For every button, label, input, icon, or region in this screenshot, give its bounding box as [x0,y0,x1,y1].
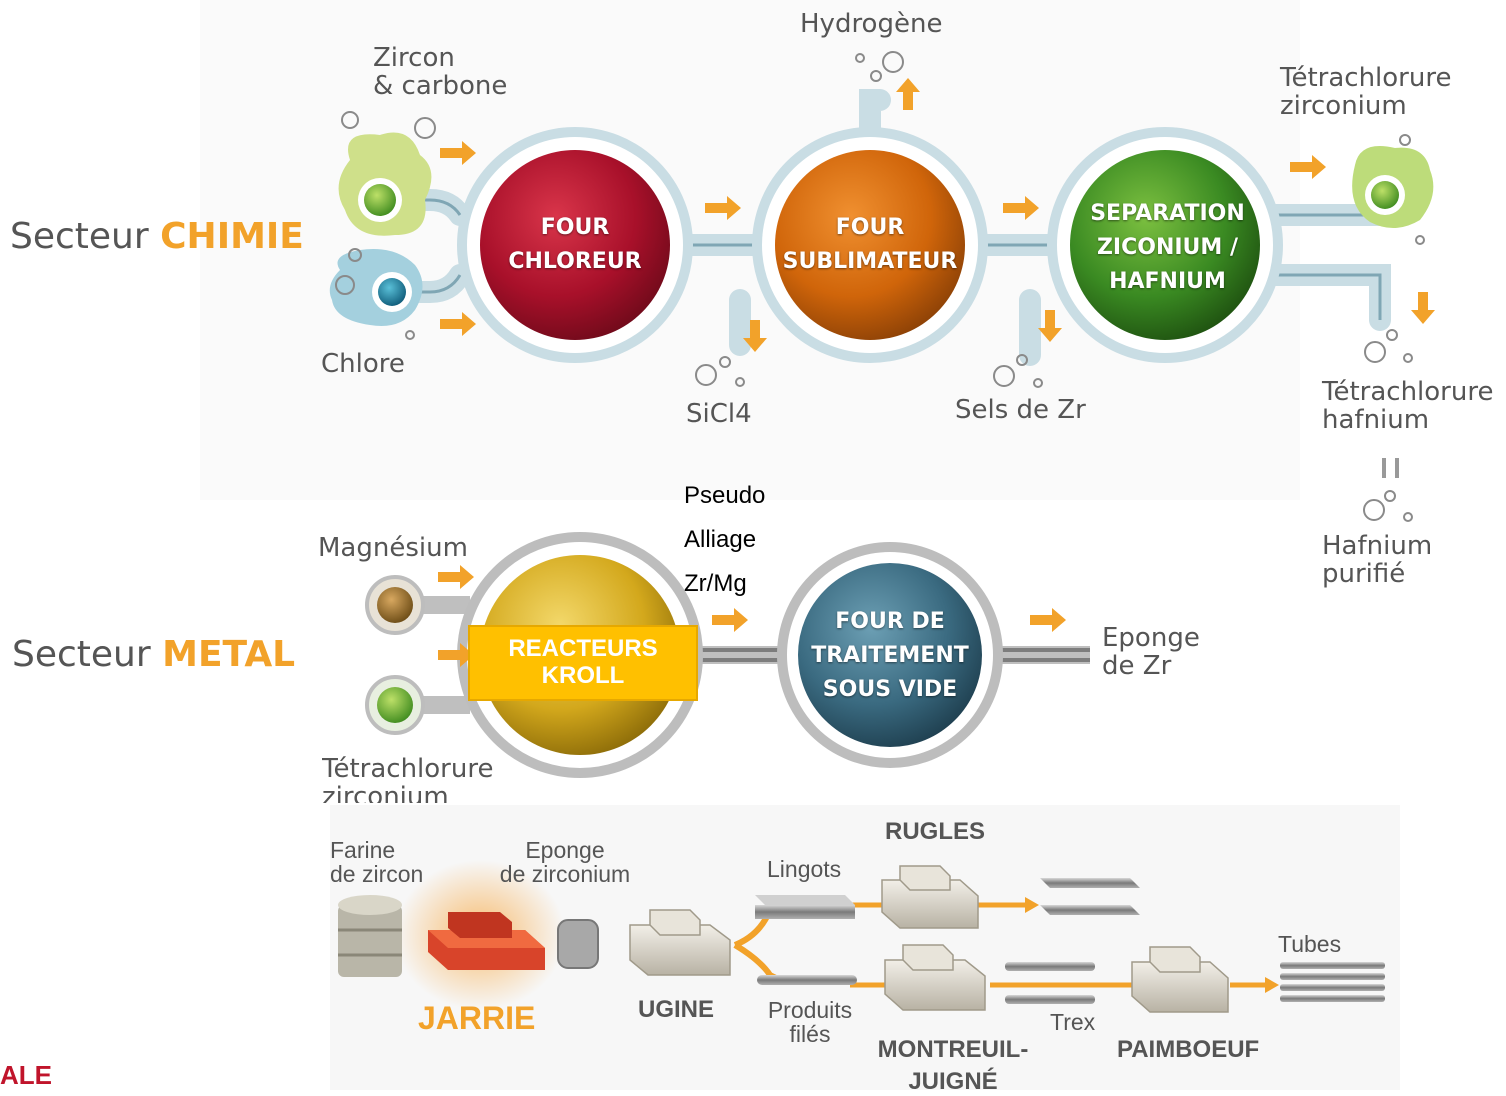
four-chloreur-orb [480,150,670,340]
magnesium-label: Magnésium [318,533,468,563]
site-ugine: UGINE [638,996,715,1023]
site-jarrie: JARRIE [418,1000,536,1036]
eponge-zirconium-label: Eponge de zirconium [499,837,631,887]
four-sublimateur-text: FOUR SUBLIMATEUR [782,215,958,274]
site-paimboeuf: PAIMBOEUF [1117,1036,1260,1063]
farine-label: Farine de zircon [330,837,424,887]
lingots-label: Lingots [767,856,842,882]
reacteurs-line: REACTEURS [508,635,658,662]
pseudo-alliage-label: Pseudo Alliage Zr/Mg [684,474,765,606]
sector-chimie-label: Secteur CHIMIE [10,216,304,257]
montreuil-line-1: MONTREUIL- [877,1036,1029,1063]
eponge-zr-label: Eponge de Zr [1102,623,1200,681]
sector-prefix: Secteur [12,634,151,675]
tetra-zr-output-label: Tétrachlorure zirconium [1280,63,1452,121]
alliage-line: Alliage [684,526,757,553]
sector-name: METAL [162,634,296,675]
zr-mg-line: Zr/Mg [684,570,747,597]
four-sublimateur-orb [775,150,965,340]
zircon-carbone-label: Zircon & carbone [373,43,508,101]
montreuil-line-2: JUIGNÉ [908,1068,998,1095]
sels-zr-label: Sels de Zr [955,395,1086,425]
reacteurs-kroll-box: REACTEURS KROLL [468,625,698,701]
sicl4-label: SiCl4 [686,399,752,429]
hafnium-purifie-label: Hafnium purifié [1322,531,1433,589]
site-montreuil: MONTREUIL- JUIGNÉ [868,1036,1038,1096]
four-vide-orb [798,563,982,747]
produits-files-label: Produits filés [767,997,853,1047]
sector-metal-label: Secteur METAL [12,634,295,675]
kroll-line: KROLL [541,662,625,689]
separation-orb [1070,150,1260,340]
tetra-zr-input-label: Tétrachlorure zirconium [322,755,494,803]
trex-label: Trex [1050,1009,1096,1035]
tetra-hf-label: Tétrachlorure hafnium [1322,377,1494,435]
sector-prefix: Secteur [10,216,149,257]
hydrogene-label: Hydrogène [800,9,943,39]
chlore-label: Chlore [321,349,405,379]
separation-text: SEPARATION ZICONIUM / HAFNIUM [1090,201,1245,294]
four-vide-text: FOUR DE TRAITEMENT SOUS VIDE [811,609,969,702]
sector-name: CHIMIE [160,216,304,257]
tubes-label: Tubes [1278,931,1342,957]
four-chloreur-text: FOUR CHLOREUR [508,215,642,274]
corner-text: ALE [0,1060,52,1090]
site-rugles: RUGLES [885,818,986,845]
pseudo-line: Pseudo [684,482,766,509]
